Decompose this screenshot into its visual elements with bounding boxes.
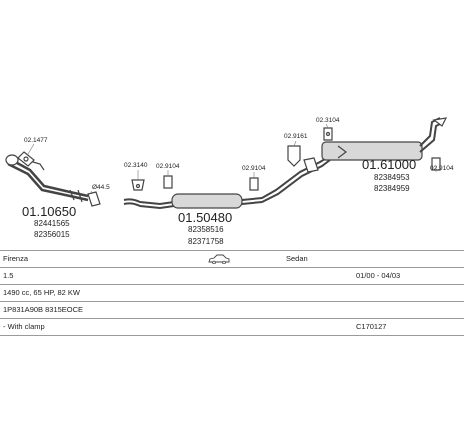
oe-code: 82358516 — [188, 225, 224, 234]
info-row-power: 1490 cc, 65 HP, 82 KW — [0, 285, 464, 302]
info-row-variant: 1P831A90B 8315EOCE — [0, 302, 464, 319]
body-text: Sedan — [286, 254, 308, 263]
variant-text: 1P831A90B 8315EOCE — [3, 305, 84, 314]
years-text: 01/00 - 04/03 — [356, 271, 401, 280]
front-pipe-drawing[interactable] — [5, 154, 89, 203]
info-row-option: - With clamp C170127 — [0, 319, 464, 336]
fitting-label-5: 02.9161 — [284, 133, 308, 140]
info-row-make: Firenza Sedan — [0, 250, 464, 268]
hanger-icon-2[interactable] — [163, 175, 173, 189]
oe-code: 82384959 — [374, 184, 410, 193]
gasket-icon[interactable] — [17, 151, 35, 167]
hanger-icon-5[interactable] — [431, 157, 441, 171]
option-text: - With clamp — [3, 322, 45, 331]
fitting-label-2: 02.3140 — [124, 162, 148, 169]
oe-code: 82356015 — [34, 230, 70, 239]
vehicle-info-table: Firenza Sedan 1.5 01/00 - 04/03 1490 cc,… — [0, 250, 464, 336]
engine-text: 1.5 — [3, 271, 14, 280]
rear-silencer-drawing[interactable] — [321, 117, 448, 161]
bracket-icon[interactable] — [287, 145, 301, 167]
hanger-icon-3[interactable] — [249, 177, 259, 191]
car-icon — [208, 254, 230, 264]
catalog-text: C170127 — [356, 322, 387, 331]
clamp-icon[interactable] — [87, 191, 101, 207]
fitting-label-7: 02.9104 — [430, 165, 454, 172]
fitting-label-4: 02.9104 — [242, 165, 266, 172]
power-text: 1490 cc, 65 HP, 82 KW — [3, 288, 80, 297]
info-row-engine: 1.5 01/00 - 04/03 — [0, 268, 464, 285]
hanger-icon-4[interactable] — [323, 127, 333, 141]
exhaust-diagram: 02.1477 02.3140 02.9104 02.9104 02.9161 … — [5, 117, 454, 246]
part-number[interactable]: 01.50480 — [178, 210, 232, 225]
oe-code: 82441565 — [34, 219, 70, 228]
fitting-label-6: 02.3104 — [316, 117, 340, 124]
fitting-label-3: 02.9104 — [156, 163, 180, 170]
make-text: Firenza — [3, 254, 29, 263]
oe-code: 82371758 — [188, 237, 224, 246]
part-number[interactable]: 01.61000 — [362, 157, 416, 172]
part-number[interactable]: 01.10650 — [22, 204, 76, 219]
middle-silencer-drawing[interactable] — [123, 155, 331, 210]
hanger-icon[interactable] — [131, 179, 145, 191]
oe-code: 82384953 — [374, 173, 410, 182]
clamp-icon-2[interactable] — [303, 157, 319, 173]
diameter-label: Ø44.5 — [92, 184, 110, 191]
fitting-label-1: 02.1477 — [24, 137, 48, 144]
